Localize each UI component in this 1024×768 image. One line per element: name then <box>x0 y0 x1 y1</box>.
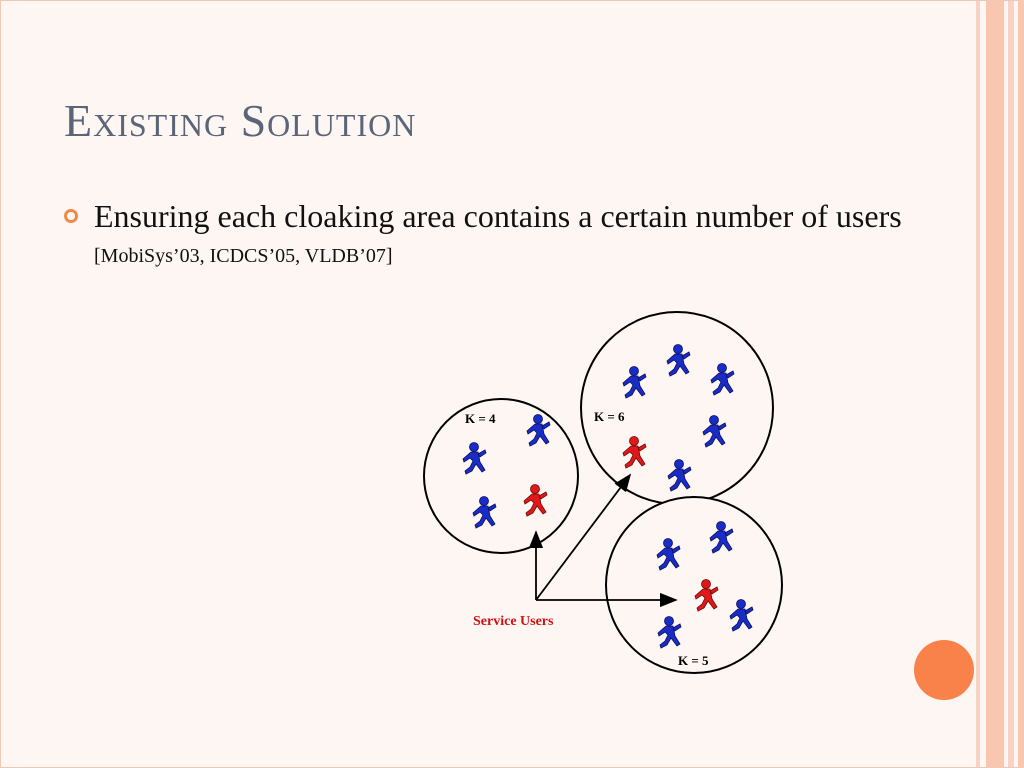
bullet-icon <box>64 209 78 223</box>
cloaking-area-k5 <box>605 496 783 674</box>
service-user-icon <box>622 436 647 469</box>
service-user-icon <box>523 484 548 517</box>
bullet-text: Ensuring each cloaking area contains a c… <box>94 198 902 234</box>
user-icon <box>526 414 551 447</box>
service-users-label: Service Users <box>473 614 554 629</box>
user-icon <box>702 415 727 448</box>
decorative-orange-circle <box>914 640 974 700</box>
bullet-reference: [MobiSys’03, ICDCS’05, VLDB’07] <box>94 245 393 267</box>
slide-title: Existing Solution <box>64 95 417 146</box>
decorative-border-stripes <box>976 0 1024 768</box>
user-icon <box>666 344 691 377</box>
user-icon <box>622 366 647 399</box>
user-icon <box>710 363 735 396</box>
cluster-label-k4: K = 4 <box>465 411 496 426</box>
user-icon <box>667 459 692 492</box>
user-icon <box>462 442 487 475</box>
bullet-item: Ensuring each cloaking area contains a c… <box>64 196 924 283</box>
arrow-to-k6 <box>535 473 632 601</box>
user-icon <box>472 496 497 529</box>
cluster-label-k5: K = 5 <box>678 653 709 668</box>
cluster-label-k6: K = 6 <box>594 409 625 424</box>
cloaking-area-k4 <box>423 398 579 554</box>
